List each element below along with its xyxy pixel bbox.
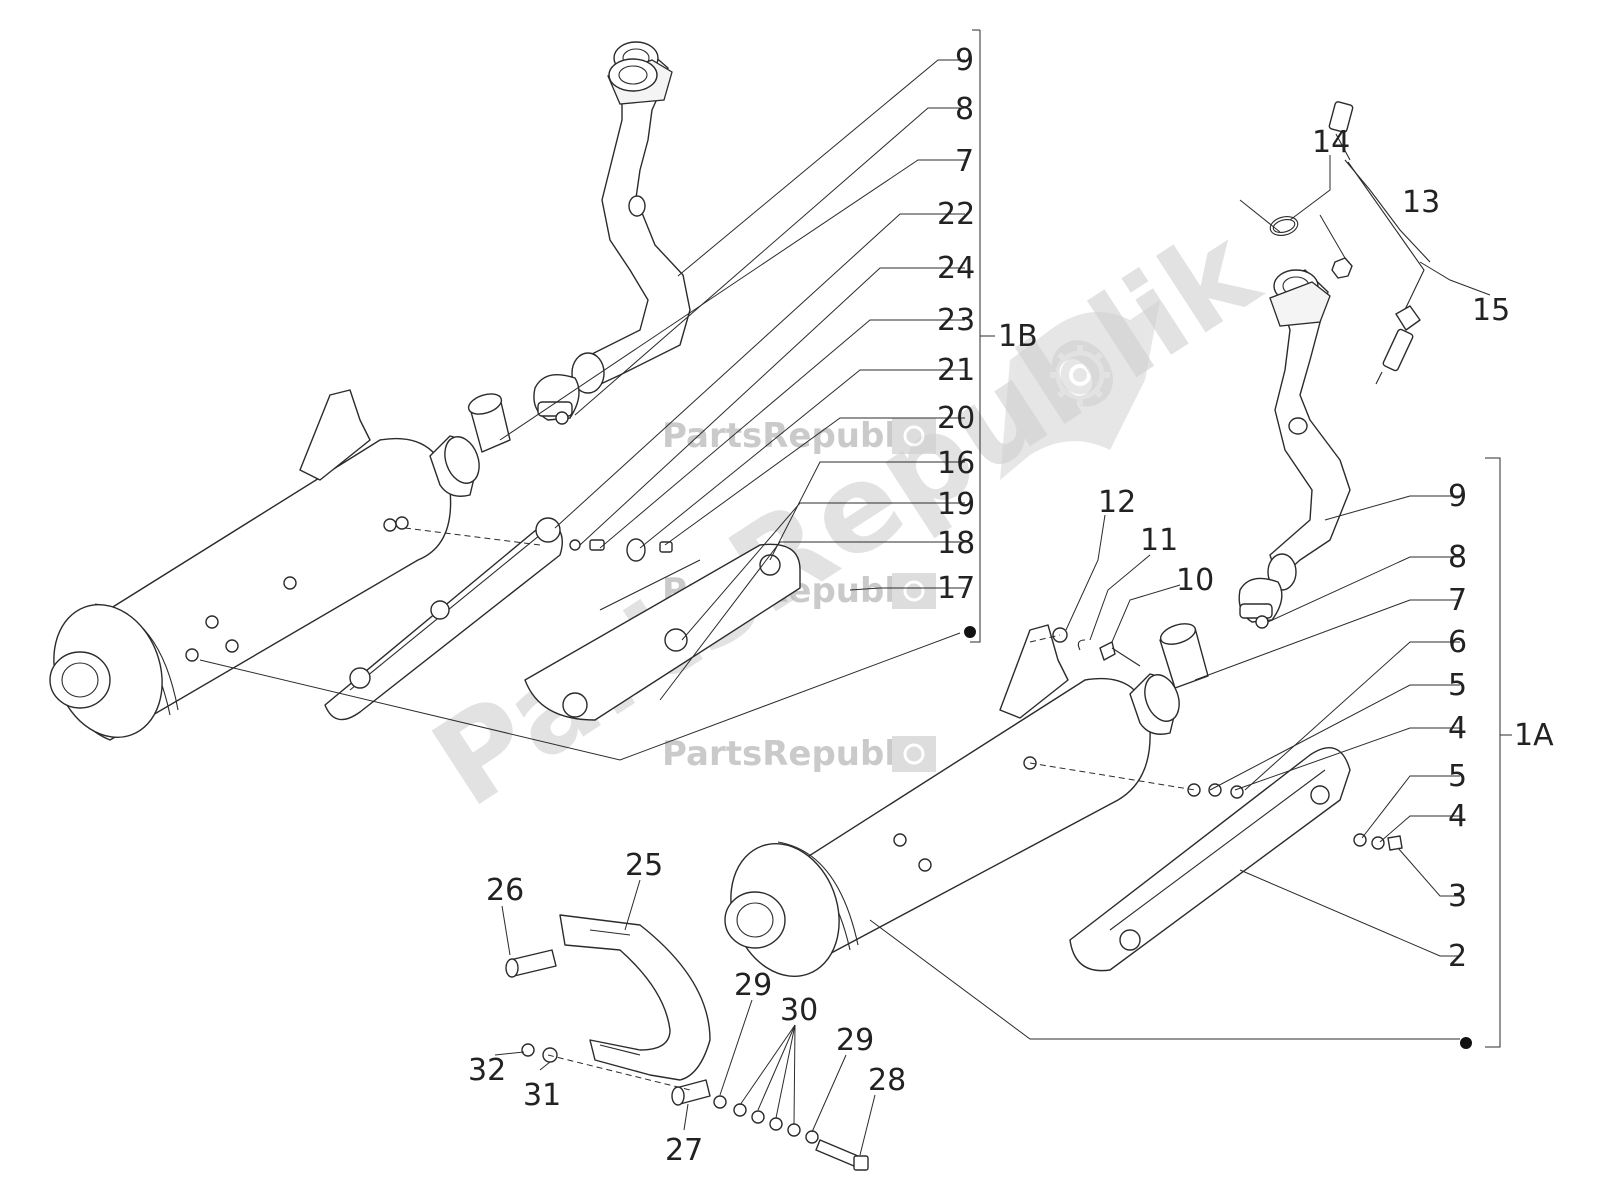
callout-4-lower: 4 <box>1448 799 1467 834</box>
callout-12: 12 <box>1098 485 1136 520</box>
callout-7-right: 7 <box>1448 583 1467 618</box>
right-sleeve <box>1159 623 1209 689</box>
callout-11: 11 <box>1140 523 1178 558</box>
callout-16: 16 <box>937 446 975 481</box>
callout-18: 18 <box>937 526 975 561</box>
callout-13: 13 <box>1402 185 1440 220</box>
lambda-sensor <box>1328 101 1431 385</box>
left-clamp <box>533 374 580 425</box>
right-clamp <box>1238 577 1283 629</box>
strap-pin-27 <box>671 1079 711 1106</box>
callout-29-lower: 29 <box>836 1023 874 1058</box>
callout-8-right: 8 <box>1448 540 1467 575</box>
callout-19: 19 <box>937 487 975 522</box>
callout-7: 7 <box>955 144 974 179</box>
callout-23: 23 <box>937 303 975 338</box>
callouts-loose: 14 13 15 12 11 10 26 25 29 30 29 28 32 3… <box>468 125 1510 1168</box>
callout-5-lower: 5 <box>1448 759 1467 794</box>
left-heat-shield-bracket <box>324 517 563 721</box>
gear-icon <box>903 425 925 447</box>
strap-bolt-28 <box>815 1139 869 1171</box>
right-muffler <box>724 624 1180 978</box>
bracket-1a <box>1460 457 1512 1049</box>
left-muffler <box>49 389 480 741</box>
callout-5: 5 <box>1448 668 1467 703</box>
left-heat-shield <box>524 543 801 721</box>
svg-text:PartsRepublik: PartsRepublik <box>662 734 932 774</box>
left-sleeve <box>467 393 511 453</box>
svg-text:PartsRepublik: PartsRepublik <box>662 416 932 456</box>
callout-32: 32 <box>468 1053 506 1088</box>
callout-6: 6 <box>1448 625 1467 660</box>
callout-1b: 1B <box>998 319 1038 354</box>
leader-lines <box>199 59 1491 1156</box>
callouts-left-group: 9 8 7 22 24 23 21 20 16 19 18 17 1B <box>937 43 1038 606</box>
bracket-1b <box>964 29 995 643</box>
right-nut <box>1331 257 1353 279</box>
watermark-row-3: PartsRepublik <box>662 734 936 774</box>
gear-icon <box>903 743 925 765</box>
callout-2: 2 <box>1448 939 1467 974</box>
gear-icon <box>1050 345 1110 405</box>
right-heat-shield <box>1069 747 1351 972</box>
callouts-right-group: 9 8 7 6 5 4 5 4 3 2 1A <box>1448 479 1554 974</box>
callout-25: 25 <box>625 848 663 883</box>
callout-31: 31 <box>523 1078 561 1113</box>
gear-icon <box>903 580 925 602</box>
callout-1a: 1A <box>1514 718 1554 753</box>
callout-3: 3 <box>1448 879 1467 914</box>
callout-15: 15 <box>1472 293 1510 328</box>
right-bolt-hardware <box>1052 627 1141 667</box>
watermark-flag <box>1000 300 1160 480</box>
callout-10: 10 <box>1176 563 1214 598</box>
callout-17: 17 <box>937 571 975 606</box>
callout-4: 4 <box>1448 711 1467 746</box>
left-small-hardware <box>569 538 673 562</box>
strap-washers <box>521 1043 819 1144</box>
right-exhaust-pipe <box>1267 269 1351 591</box>
left-exhaust-pipe <box>571 41 691 394</box>
callout-9: 9 <box>955 43 974 78</box>
right-shield-hardware <box>1187 783 1403 851</box>
callout-22: 22 <box>937 197 975 232</box>
callout-20: 20 <box>937 401 975 436</box>
callout-9-right: 9 <box>1448 479 1467 514</box>
callout-24: 24 <box>937 251 975 286</box>
strap-pin-26 <box>505 949 557 978</box>
callout-14: 14 <box>1312 125 1350 160</box>
mounting-strap <box>559 914 711 1081</box>
callout-26: 26 <box>486 873 524 908</box>
right-o-ring <box>1269 216 1299 236</box>
callout-8: 8 <box>955 92 974 127</box>
callout-28: 28 <box>868 1063 906 1098</box>
callout-29: 29 <box>734 968 772 1003</box>
callout-30: 30 <box>780 993 818 1028</box>
callout-27: 27 <box>665 1133 703 1168</box>
callout-21: 21 <box>937 353 975 388</box>
watermark-row-1: PartsRepublik <box>662 416 936 456</box>
